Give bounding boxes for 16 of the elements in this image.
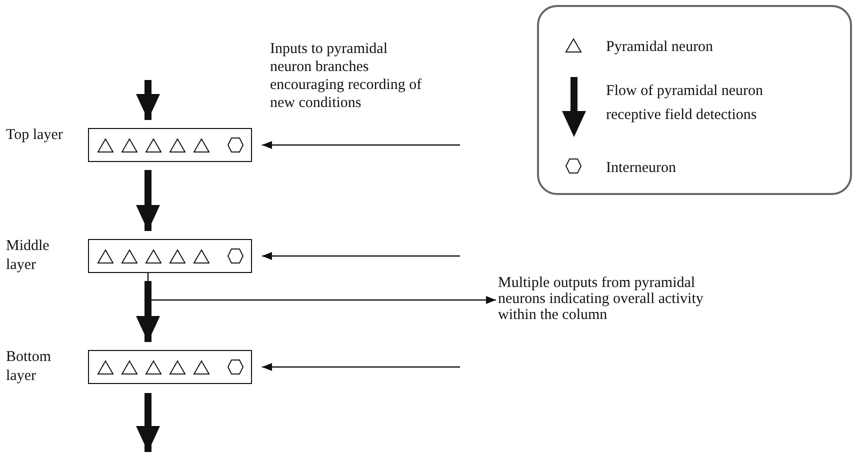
flow-arrow: [136, 281, 160, 342]
arrow: [262, 141, 460, 149]
layer-label: Bottom layer: [6, 348, 52, 386]
arrow: [147, 273, 496, 304]
input-description: Inputs to pyramidal neuron branches encouraging recording of new conditions: [270, 40, 422, 112]
layer-label: Middle layer: [6, 237, 50, 275]
flow-arrow: [136, 170, 160, 231]
output-description: Multiple outputs from pyramidal neurons indicating overall activity within the column: [498, 275, 704, 323]
flow-arrow: [136, 80, 160, 120]
legend-text: Flow of pyramidal neuron receptive field detections: [606, 82, 764, 125]
flow-arrow: [136, 393, 160, 452]
layer-label: Top layer: [6, 126, 64, 145]
arrow: [262, 363, 460, 371]
arrow: [262, 252, 460, 260]
legend-text: Interneuron: [606, 159, 677, 178]
legend-text: Pyramidal neuron: [606, 38, 714, 57]
